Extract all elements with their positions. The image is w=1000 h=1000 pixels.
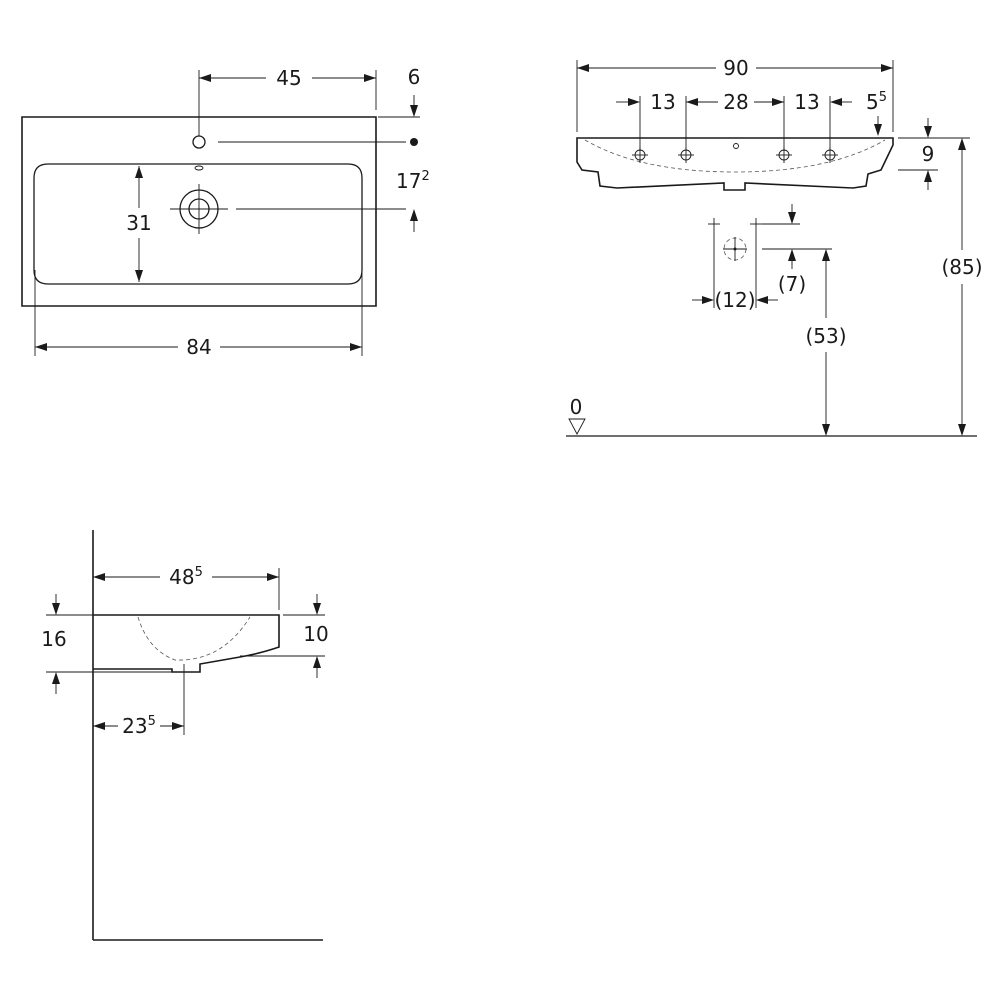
side-view-basin — [93, 614, 280, 673]
dim-tap-depth: 172 — [396, 169, 430, 193]
tap-hole — [192, 135, 206, 149]
top-view: 45 6 172 31 84 — [21, 65, 430, 359]
dim-total-height: 16 — [41, 627, 66, 651]
dim-projection: 485 — [169, 565, 203, 589]
top-view-outline — [21, 116, 377, 307]
overflow-hole — [194, 165, 204, 171]
waste-connection — [708, 218, 762, 261]
dim-edge: 55 — [866, 90, 887, 114]
side-view: 485 16 10 235 — [41, 530, 329, 941]
top-view-bowl — [33, 163, 363, 285]
dim-total-width: 90 — [723, 56, 748, 80]
dim-tap-offset: 45 — [276, 66, 301, 90]
dim-hole-left: 13 — [650, 90, 675, 114]
dim-basin-height: 10 — [303, 622, 328, 646]
floor-level-marker — [568, 418, 586, 435]
side-view-bowl-hidden — [137, 616, 251, 661]
dim-hole-right: 13 — [794, 90, 819, 114]
dim-waste-drop: (7) — [778, 272, 806, 296]
front-view-basin — [576, 137, 894, 191]
dim-waste-width: (12) — [714, 288, 755, 312]
floor-level-label: 0 — [570, 395, 583, 419]
tap-hole-marker — [410, 138, 418, 146]
dim-rim-height: 9 — [922, 142, 935, 166]
dim-hole-center: 28 — [723, 90, 748, 114]
dim-install-height: (85) — [941, 255, 982, 279]
dim-bowl-width: 84 — [186, 335, 211, 359]
dim-waste-offset: 235 — [122, 714, 156, 738]
front-view: 90 13 28 13 55 9 (85) — [566, 56, 983, 437]
dim-top-edge: 6 — [408, 65, 421, 89]
dim-waste-height: (53) — [805, 324, 846, 348]
dim-bowl-depth: 31 — [126, 211, 151, 235]
front-view-bowl-hidden — [584, 139, 886, 173]
front-tap-holes — [632, 143, 838, 163]
